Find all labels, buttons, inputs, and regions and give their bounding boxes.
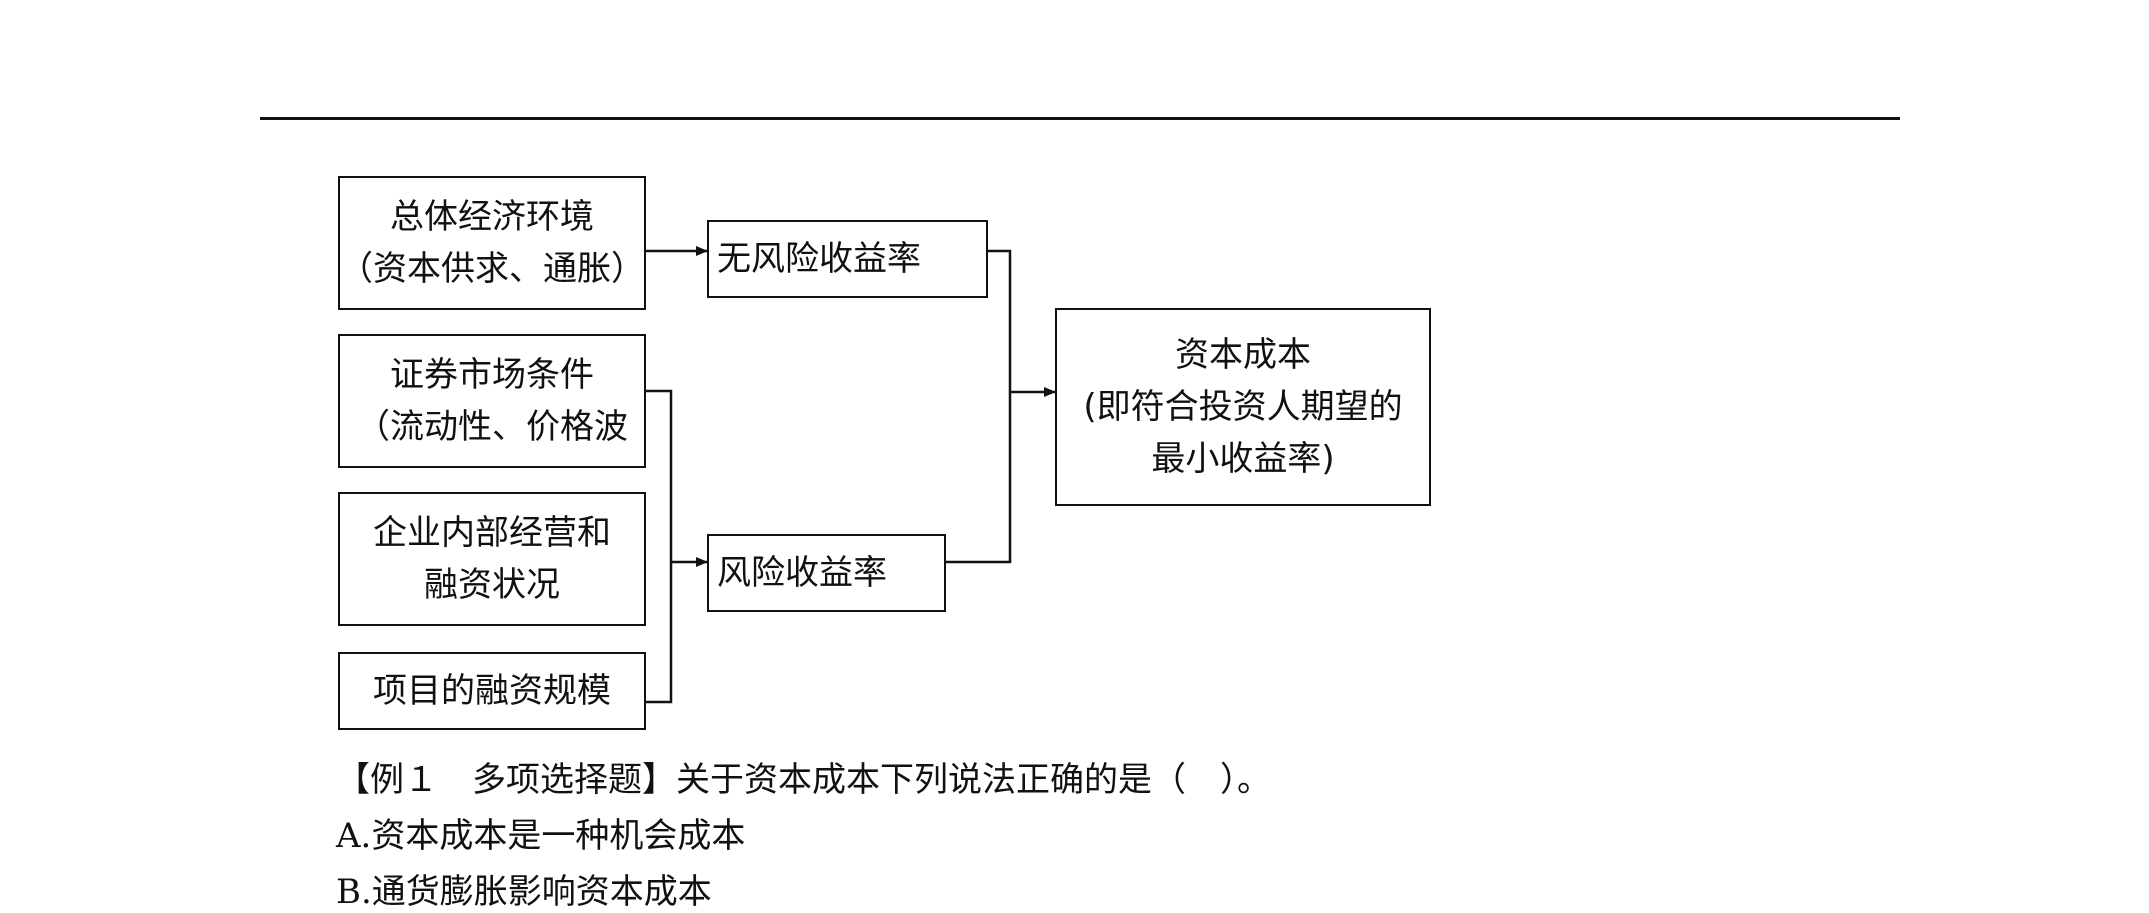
box-internal-operations-line2: 融资状况: [424, 565, 560, 605]
header-rule: [260, 117, 1900, 120]
box-risk-rate: 风险收益率: [707, 534, 946, 612]
box-overall-economy-line1: 总体经济环境: [390, 197, 594, 237]
box-risk-free-rate-line1: 无风险收益率: [717, 239, 921, 279]
box-cost-of-capital-line3: 最小收益率): [1151, 439, 1335, 479]
box-financing-scale: 项目的融资规模: [338, 652, 646, 730]
box-cost-of-capital-line1: 资本成本: [1175, 335, 1311, 375]
question-option-a: A.资本成本是一种机会成本: [336, 816, 746, 856]
box-internal-operations: 企业内部经营和 融资状况: [338, 492, 646, 626]
bracket-risk-factors: [646, 389, 673, 704]
box-overall-economy-line2: （资本供求、通胀）: [339, 249, 645, 289]
question-option-b: B.通货膨胀影响资本成本: [336, 872, 712, 912]
box-financing-scale-line1: 项目的融资规模: [373, 671, 611, 711]
box-securities-market-line1: 证券市场条件: [390, 355, 594, 395]
bracket-rates: [946, 249, 1012, 564]
box-securities-market-line2: （流动性、价格波: [356, 407, 628, 447]
box-securities-market: 证券市场条件 （流动性、价格波: [338, 334, 646, 468]
box-cost-of-capital-line2: (即符合投资人期望的: [1083, 387, 1403, 427]
box-risk-free-rate: 无风险收益率: [707, 220, 988, 298]
question-stem: 【例１ 多项选择题】关于资本成本下列说法正确的是（ ）。: [336, 760, 1271, 800]
box-internal-operations-line1: 企业内部经营和: [373, 513, 611, 553]
box-cost-of-capital: 资本成本 (即符合投资人期望的 最小收益率): [1055, 308, 1431, 506]
box-risk-rate-line1: 风险收益率: [717, 553, 887, 593]
box-overall-economy: 总体经济环境 （资本供求、通胀）: [338, 176, 646, 310]
